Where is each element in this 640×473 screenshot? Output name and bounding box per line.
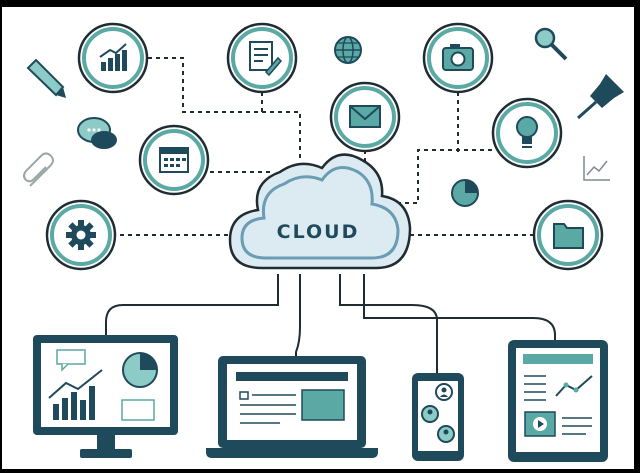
pushpin-icon (577, 74, 624, 120)
bar-chart-icon (77, 22, 149, 94)
calendar-icon (138, 124, 210, 196)
cloud-shape (228, 153, 412, 270)
paperclip-icon (23, 152, 54, 187)
cloud-label: CLOUD (277, 221, 360, 243)
device-connectors (105, 274, 556, 375)
pie-chart-icon (451, 179, 479, 207)
folder-icon (532, 199, 604, 271)
tablet (508, 340, 608, 462)
globe-icon (334, 36, 362, 64)
desktop-monitor (33, 335, 178, 458)
chat-bubbles-icon (77, 117, 117, 149)
smartphone (412, 373, 464, 461)
laptop (206, 356, 378, 458)
dashed-connectors (120, 57, 535, 236)
email-icon (329, 81, 401, 153)
document-edit-icon (226, 22, 298, 94)
magnifier-icon (534, 27, 568, 61)
camera-icon (422, 22, 494, 94)
cloud: CLOUD (228, 153, 412, 270)
pencil-icon (26, 58, 66, 98)
lightbulb-icon (491, 97, 563, 169)
gear-icon (45, 199, 117, 271)
line-chart-icon (583, 156, 610, 181)
